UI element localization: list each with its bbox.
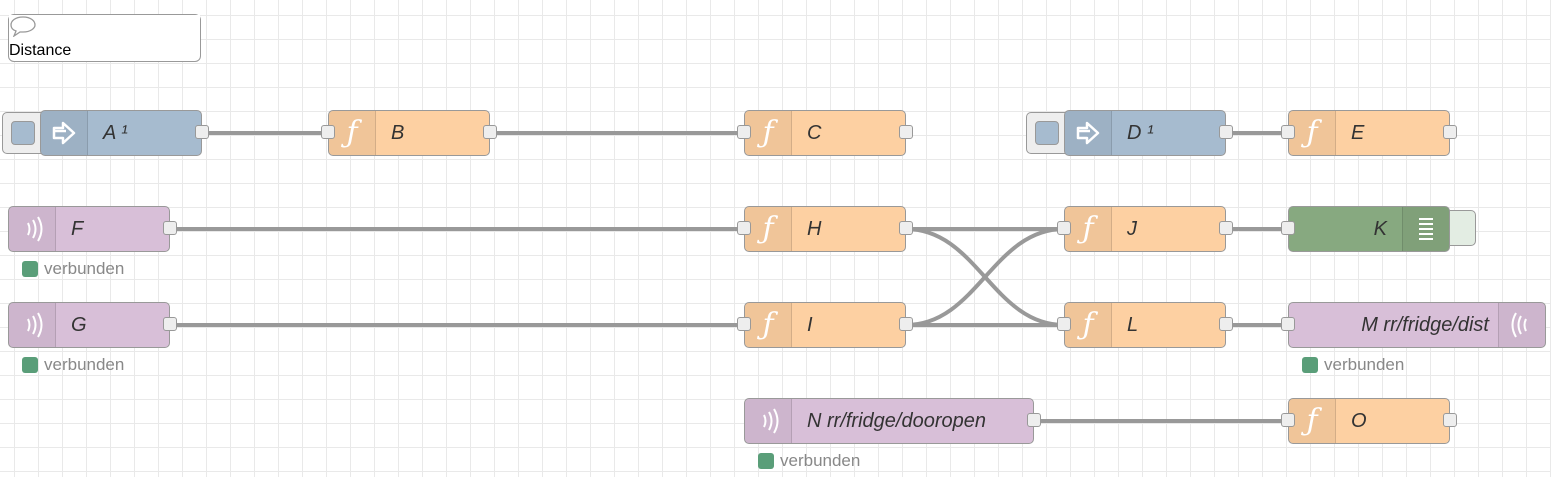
function-icon: ƒ xyxy=(1289,399,1336,443)
output-port[interactable] xyxy=(163,317,177,331)
output-port[interactable] xyxy=(899,221,913,235)
comment-node-distance[interactable]: Distance xyxy=(8,14,201,62)
node-label: O xyxy=(1351,409,1367,432)
status-dot xyxy=(1302,357,1318,373)
radio-waves-icon xyxy=(745,399,792,443)
status-text: verbunden xyxy=(780,451,861,470)
node-label: H xyxy=(807,217,822,240)
status-connected: verbunden xyxy=(1302,355,1404,375)
list-icon xyxy=(1402,207,1449,251)
radio-waves-icon xyxy=(1498,303,1545,347)
node-label: B xyxy=(391,121,405,144)
status-text: verbunden xyxy=(44,355,125,374)
status-connected: verbunden xyxy=(22,259,124,279)
function-node-e[interactable]: ƒ E xyxy=(1281,110,1457,156)
inject-node-a[interactable]: A ¹ xyxy=(40,110,209,156)
radio-waves-icon xyxy=(9,303,56,347)
output-port[interactable] xyxy=(1443,125,1457,139)
input-port[interactable] xyxy=(321,125,335,139)
output-port[interactable] xyxy=(1219,221,1233,235)
output-port[interactable] xyxy=(899,125,913,139)
function-node-i[interactable]: ƒ I xyxy=(737,302,913,348)
status-text: verbunden xyxy=(1324,355,1405,374)
output-port[interactable] xyxy=(1219,125,1233,139)
node-label: E xyxy=(1351,121,1365,144)
node-label: I xyxy=(807,313,813,336)
radio-waves-icon xyxy=(9,207,56,251)
node-label: K xyxy=(1373,217,1387,240)
inject-node-d[interactable]: D ¹ xyxy=(1064,110,1233,156)
status-connected: verbunden xyxy=(22,355,124,375)
debug-node-k[interactable]: K xyxy=(1281,206,1450,252)
arrow-right-icon xyxy=(41,111,88,155)
node-label: A ¹ xyxy=(103,121,128,144)
comment-label: Distance xyxy=(9,42,72,59)
status-dot xyxy=(22,261,38,277)
function-node-h[interactable]: ƒ H xyxy=(737,206,913,252)
input-port[interactable] xyxy=(1281,413,1295,427)
input-port[interactable] xyxy=(1281,221,1295,235)
output-port[interactable] xyxy=(1219,317,1233,331)
node-label: L xyxy=(1127,313,1139,336)
node-label: D ¹ xyxy=(1127,121,1154,144)
inject-button-a[interactable] xyxy=(2,112,46,154)
function-icon: ƒ xyxy=(329,111,376,155)
input-port[interactable] xyxy=(737,317,751,331)
input-port[interactable] xyxy=(737,125,751,139)
function-icon: ƒ xyxy=(1289,111,1336,155)
function-icon: ƒ xyxy=(1065,207,1112,251)
function-icon: ƒ xyxy=(745,303,792,347)
input-port[interactable] xyxy=(1057,317,1071,331)
function-node-j[interactable]: ƒ J xyxy=(1057,206,1233,252)
node-label: N rr/fridge/dooropen xyxy=(807,409,986,432)
output-port[interactable] xyxy=(899,317,913,331)
mqtt-in-node-n[interactable]: N rr/fridge/dooropen xyxy=(744,398,1041,444)
node-label: F xyxy=(71,217,84,240)
status-text: verbunden xyxy=(44,259,125,278)
mqtt-in-node-f[interactable]: F xyxy=(8,206,177,252)
function-icon: ƒ xyxy=(745,207,792,251)
node-label: G xyxy=(71,313,87,336)
function-icon: ƒ xyxy=(1065,303,1112,347)
inject-button-d[interactable] xyxy=(1026,112,1070,154)
node-label: M rr/fridge/dist xyxy=(1361,313,1489,336)
status-connected: verbunden xyxy=(758,451,860,471)
input-port[interactable] xyxy=(1281,125,1295,139)
output-port[interactable] xyxy=(483,125,497,139)
mqtt-in-node-g[interactable]: G xyxy=(8,302,177,348)
function-node-b[interactable]: ƒ B xyxy=(321,110,497,156)
output-port[interactable] xyxy=(163,221,177,235)
function-node-o[interactable]: ƒ O xyxy=(1281,398,1457,444)
function-icon: ƒ xyxy=(745,111,792,155)
input-port[interactable] xyxy=(1281,317,1295,331)
node-label: C xyxy=(807,121,822,144)
function-node-c[interactable]: ƒ C xyxy=(737,110,913,156)
function-node-l[interactable]: ƒ L xyxy=(1057,302,1233,348)
status-dot xyxy=(758,453,774,469)
input-port[interactable] xyxy=(737,221,751,235)
arrow-right-icon xyxy=(1065,111,1112,155)
output-port[interactable] xyxy=(1027,413,1041,427)
node-label: J xyxy=(1127,217,1137,240)
input-port[interactable] xyxy=(1057,221,1071,235)
speech-bubble-icon xyxy=(9,15,200,42)
wire-i-j[interactable] xyxy=(905,227,1065,327)
output-port[interactable] xyxy=(195,125,209,139)
status-dot xyxy=(22,357,38,373)
output-port[interactable] xyxy=(1443,413,1457,427)
mqtt-out-node-m[interactable]: M rr/fridge/dist xyxy=(1281,302,1546,348)
